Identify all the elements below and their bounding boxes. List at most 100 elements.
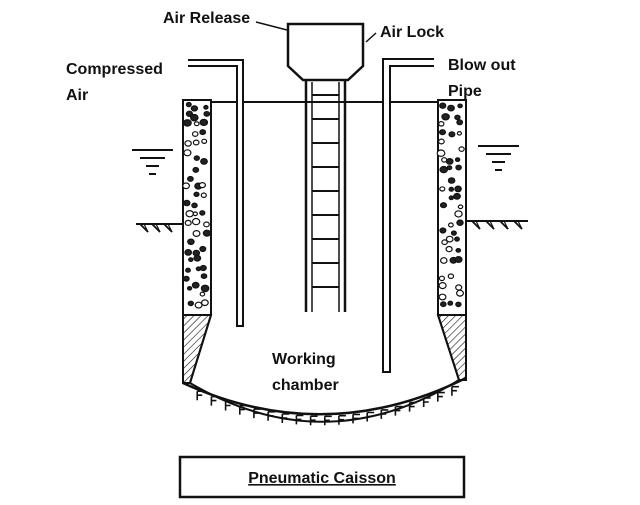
ground-hatch-mark [155,223,161,233]
concrete-stone [454,157,461,163]
concrete-stone [184,248,193,256]
concrete-stone [438,282,447,290]
concrete-stone [200,192,207,199]
concrete-stone [455,247,462,253]
water-level-right-icon [478,145,519,171]
label-working: Working [272,351,336,368]
soil-under-chamber [182,376,467,426]
concrete-stone [450,230,457,236]
concrete-stone [191,202,198,209]
concrete-stone [190,113,199,122]
concrete-stone [184,219,192,226]
concrete-stone [199,210,206,216]
concrete-stone [192,211,198,217]
concrete-stone [187,238,195,246]
concrete-stone [439,165,449,174]
concrete-stone [454,114,461,121]
air-lock-pointer [365,32,377,43]
concrete-stone [193,254,202,262]
right-wall-concrete-fill [436,102,465,308]
soil-hatch-mark [324,415,332,426]
concrete-stone [438,293,447,301]
right-caisson-wall [436,99,467,381]
concrete-stone [193,121,200,127]
concrete-stone [185,101,192,108]
concrete-stone [200,299,209,307]
concrete-stone [201,138,208,144]
concrete-stone [182,182,191,190]
concrete-stone [454,236,460,242]
label-chamber: chamber [272,377,339,394]
ground-hatch-mark [489,220,495,230]
label-pipe: Pipe [448,83,482,100]
concrete-stone [438,121,445,127]
concrete-stone [448,222,454,228]
ground-hatch-mark [517,220,523,230]
concrete-stone [457,103,463,109]
concrete-stone [445,235,454,243]
concrete-stone [203,110,211,117]
soil-hatch-mark [451,385,459,396]
left-wall-concrete-fill [182,101,211,309]
concrete-stone [182,119,192,127]
soil-hatch-mark [338,414,346,425]
compressed-air-pipe [188,59,244,327]
soil-hatch-mark [309,415,318,426]
soil-hatch-mark [366,411,375,422]
access-shaft-ladder [304,80,347,312]
blow-out-pipe [382,58,434,373]
concrete-stone [182,275,190,282]
concrete-stone [447,273,455,280]
soil-hatch-mark [210,395,219,406]
concrete-stone [439,186,446,192]
concrete-stone [200,284,210,293]
concrete-stone [183,199,191,207]
concrete-stone [448,195,454,201]
soil-hatch-mark [437,391,445,402]
soil-hatch-mark [394,405,403,416]
concrete-stone [199,264,207,272]
concrete-stone [199,245,207,253]
air-release-pointer [255,21,288,31]
concrete-stone [199,291,206,297]
concrete-stone [455,284,463,291]
concrete-stone [456,289,465,297]
concrete-stone [183,149,192,157]
air-lock [286,22,365,82]
soil-hatch-mark [408,401,417,412]
concrete-stone [200,157,208,165]
concrete-stone [203,104,209,110]
concrete-stone [198,182,206,189]
concrete-stone [456,219,464,227]
concrete-stone [439,129,447,136]
soil-hatch-mark [224,400,233,411]
soil-hatch-mark [352,413,360,424]
concrete-stone [199,118,209,127]
concrete-stone [188,257,194,263]
concrete-stone [456,131,462,136]
concrete-stone [441,239,448,246]
ground-hatch-mark [143,223,149,233]
concrete-stone [186,285,193,291]
concrete-stone [193,191,200,197]
concrete-stone [199,129,207,136]
concrete-stone [454,256,463,264]
concrete-stone [441,113,450,121]
concrete-stone [190,105,199,112]
diagram-title: Pneumatic Caisson [248,470,396,487]
concrete-stone [439,301,447,308]
concrete-stone [194,301,203,309]
title-box [178,455,466,499]
concrete-stone [203,221,210,228]
concrete-stone [447,177,456,184]
soil-hatch-mark [196,390,205,401]
concrete-stone [439,257,448,264]
concrete-stone [439,102,447,109]
label-blow-out: Blow out [448,57,516,74]
concrete-stone [200,273,208,280]
soil-hatch-mark [380,409,389,419]
concrete-stone [192,166,200,173]
concrete-stone [447,104,455,112]
concrete-stone [445,245,453,253]
soil-hatch-mark [281,413,290,423]
